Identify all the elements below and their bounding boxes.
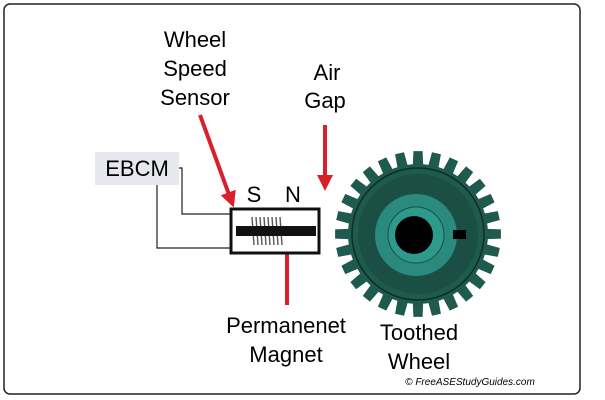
sensor-label-line3: Sensor <box>160 85 230 110</box>
wheel-label-line1: Toothed <box>380 320 458 345</box>
sensor-wire-upper <box>179 167 232 215</box>
source-credit: © FreeASEStudyGuides.com <box>405 377 535 388</box>
north-pole-label: N <box>285 182 301 207</box>
wheel-groove <box>351 167 485 301</box>
sensor-label-line2: Speed <box>163 56 227 81</box>
axle-hole <box>395 216 433 254</box>
toothed-wheel <box>335 151 501 317</box>
wheel-label-line2: Wheel <box>388 349 450 374</box>
air-gap-label-line1: Air <box>314 60 341 85</box>
permanent-magnet-core <box>236 226 316 236</box>
keyway-notch <box>453 230 466 239</box>
sensor-wire-lower <box>156 185 232 249</box>
ebcm-label: EBCM <box>105 156 169 181</box>
south-pole-label: S <box>247 182 262 207</box>
magnet-label-line2: Magnet <box>249 342 322 367</box>
air-gap-label-line2: Gap <box>304 88 346 113</box>
magnet-label-line1: Permanenet <box>226 313 346 338</box>
sensor-arrow <box>198 114 236 208</box>
sensor-label-line1: Wheel <box>164 27 226 52</box>
ebcm-box <box>95 152 179 185</box>
